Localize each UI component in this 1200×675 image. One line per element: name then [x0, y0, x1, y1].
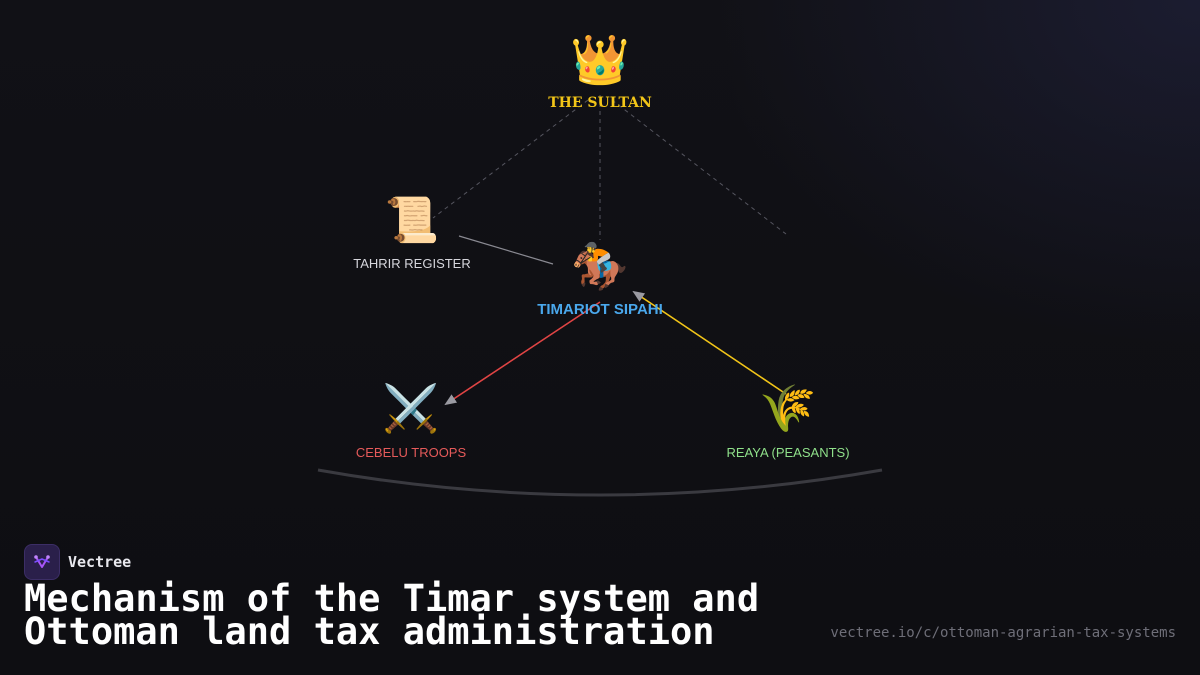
scroll-icon: 📜	[384, 195, 440, 246]
base-arc	[317, 468, 883, 497]
horse-rider-icon: 🏇	[571, 239, 629, 293]
edge-sipahi-cebelu	[444, 301, 601, 406]
crossed-swords-icon: ⚔️	[382, 381, 440, 435]
edge-tahrir-sipahi	[458, 235, 554, 265]
page-title: Mechanism of the Timar system and Ottoma…	[24, 580, 824, 650]
edge-reaya-sipahi	[632, 290, 787, 395]
wheat-icon: 🌾	[759, 381, 817, 435]
edge-sultan-tahrir	[432, 99, 589, 219]
sipahi-label: TIMARIOT SIPAHI	[537, 301, 663, 318]
crown-icon: 👑	[570, 32, 630, 88]
cebelu-label: CEBELU TROOPS	[355, 445, 467, 460]
brand: Vectree	[24, 544, 131, 580]
source-url[interactable]: vectree.io/c/ottoman-agrarian-tax-system…	[830, 625, 1176, 641]
reaya-label: REAYA (PEASANTS)	[726, 445, 850, 460]
sultan-label: THE SULTAN	[548, 95, 652, 111]
vectree-logo-icon	[24, 544, 60, 580]
edge-sultan-right	[611, 99, 787, 235]
title-line-1: Mechanism of the Timar system and	[24, 577, 760, 620]
title-line-2: Ottoman land tax administration	[24, 610, 715, 653]
tahrir-label: TAHRIR REGISTER	[353, 256, 471, 271]
brand-name: Vectree	[68, 553, 132, 571]
